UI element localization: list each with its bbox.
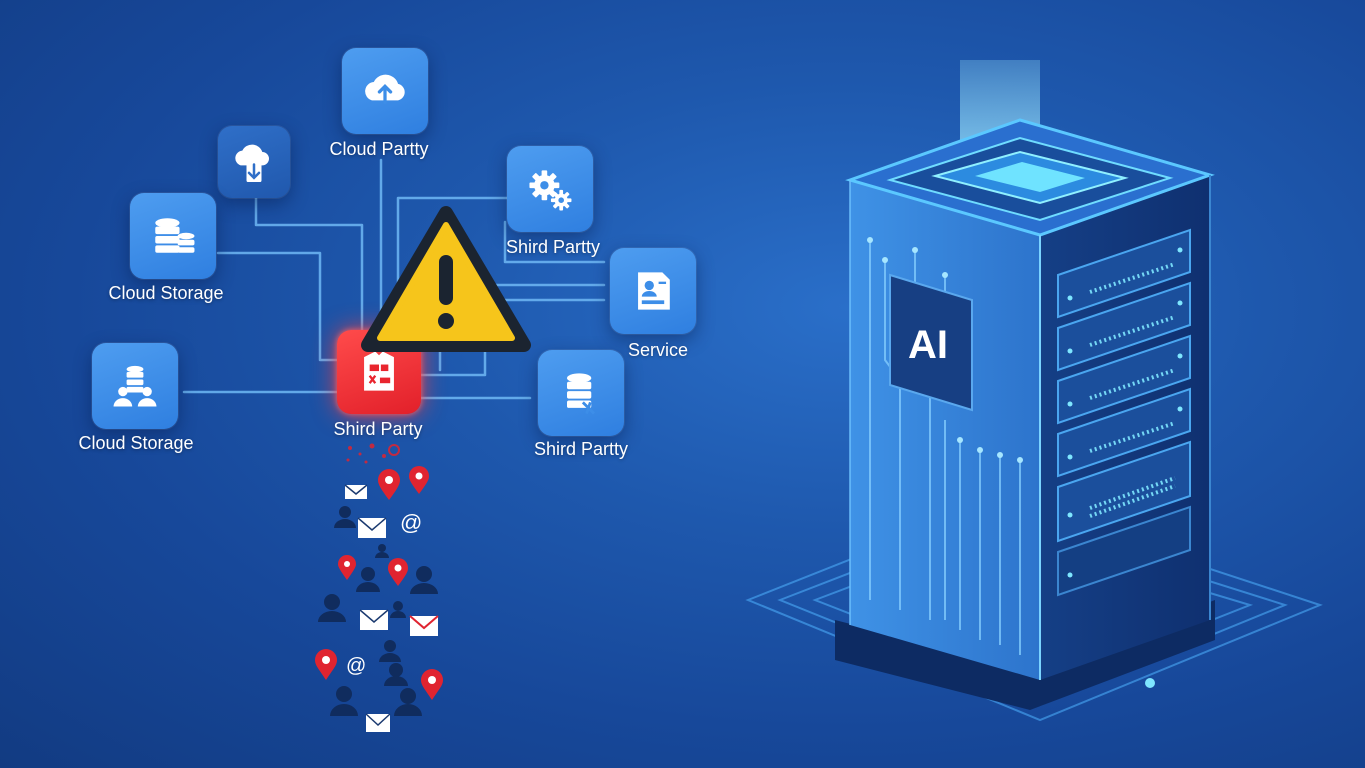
users-database-icon <box>113 365 157 407</box>
cloud-storage-label-1: Cloud Storage <box>108 283 224 303</box>
location-pin-icon <box>338 555 356 580</box>
user-icon <box>318 594 346 622</box>
cloud-party-node[interactable] <box>342 48 428 134</box>
cloud-download-node[interactable] <box>218 126 290 198</box>
shird-party-gears-label: Shird Partty <box>505 237 601 257</box>
shird-party-gears-node[interactable] <box>507 146 593 232</box>
gears-icon <box>529 170 572 211</box>
user-icon <box>379 640 401 662</box>
database-settings-icon <box>567 373 596 415</box>
user-icon <box>394 688 422 716</box>
cloud-upload-icon <box>365 74 405 104</box>
location-pin-icon <box>409 466 429 494</box>
user-icon <box>334 506 356 528</box>
shird-party-db-node[interactable] <box>538 350 624 436</box>
ai-badge-text: AI <box>908 323 948 367</box>
data-leak-stream: @ <box>315 443 443 732</box>
shird-party-breached-label: Shird Party <box>333 419 423 439</box>
cloud-storage-label-2: Cloud Storage <box>78 433 194 453</box>
mail-icon <box>357 517 387 538</box>
breached-file-icon <box>364 351 394 391</box>
mail-icon <box>359 609 389 630</box>
user-icon <box>384 663 408 686</box>
location-pin-icon <box>315 649 337 680</box>
service-document-icon <box>638 272 670 310</box>
database-icon <box>155 218 195 253</box>
cloud-download-icon <box>235 144 269 182</box>
at-sign-icon: @ <box>400 510 422 535</box>
cloud-storage-node-2[interactable] <box>92 343 178 429</box>
location-pin-icon <box>378 469 400 500</box>
service-node[interactable] <box>610 248 696 334</box>
ai-badge: AI <box>889 273 973 412</box>
cloud-storage-node-1[interactable] <box>130 193 216 279</box>
at-sign-icon: @ <box>346 655 366 677</box>
user-icon <box>356 567 380 592</box>
location-pin-icon <box>388 558 408 586</box>
user-icon <box>410 566 438 594</box>
leak-particles <box>346 443 400 464</box>
mail-icon <box>365 713 391 732</box>
user-icon <box>390 601 406 618</box>
cloud-party-label: Cloud Partty <box>329 139 429 159</box>
mail-icon <box>344 484 368 499</box>
ai-server-tower-icon: AI <box>745 60 1323 722</box>
user-icon <box>330 686 358 716</box>
mail-icon <box>409 615 439 636</box>
location-pin-icon <box>421 669 443 700</box>
service-label: Service <box>627 340 689 360</box>
user-icon <box>375 544 389 558</box>
shird-party-db-label: Shird Partty <box>533 439 629 459</box>
warning-triangle-icon <box>361 206 531 352</box>
